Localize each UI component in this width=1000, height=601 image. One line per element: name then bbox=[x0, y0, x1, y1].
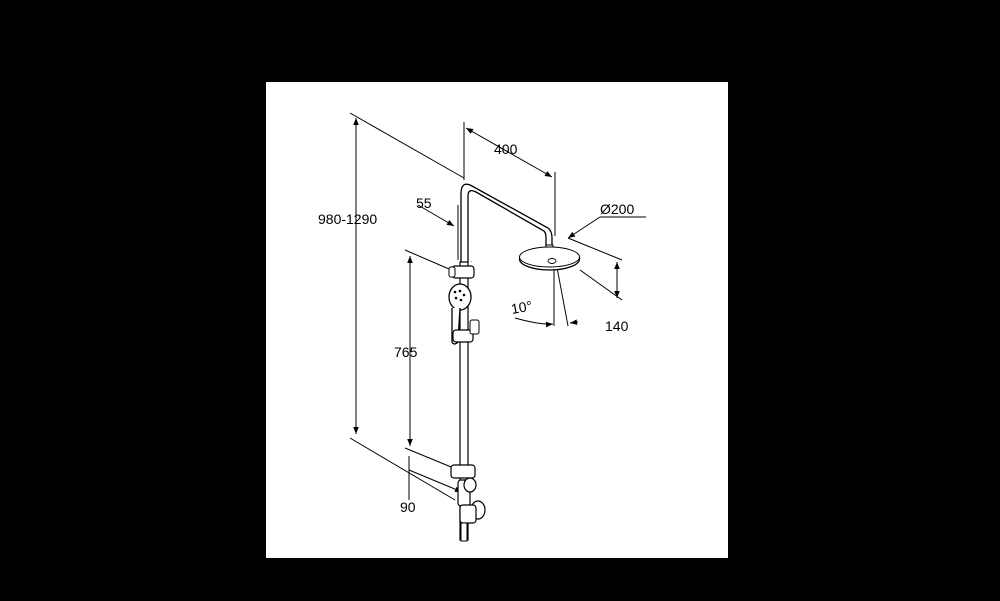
slide-holder bbox=[452, 319, 480, 343]
dimension-label-arm-length: 400 bbox=[494, 141, 518, 157]
dimension-label-head-diameter: Ø200 bbox=[600, 201, 634, 217]
dimension-tilt-angle: 10° bbox=[510, 261, 579, 328]
shower-arm bbox=[460, 183, 553, 262]
dimension-rail-height: 765 bbox=[394, 249, 457, 470]
head-shower bbox=[518, 244, 581, 271]
dimension-head-depth: 140 bbox=[567, 237, 629, 334]
dimension-label-rail-height: 765 bbox=[394, 344, 418, 360]
dimension-head-diameter: Ø200 bbox=[567, 201, 646, 239]
dimension-label-wall-offset: 55 bbox=[416, 195, 432, 211]
dimension-total-height: 980-1290 bbox=[318, 112, 465, 501]
bottom-bracket bbox=[450, 464, 476, 479]
dimension-mixer-offset: 90 bbox=[400, 456, 463, 515]
dimension-label-mixer-offset: 90 bbox=[400, 499, 416, 515]
dimension-label-head-depth: 140 bbox=[605, 318, 629, 334]
top-bracket bbox=[448, 265, 475, 279]
dimension-arm-length: 400 bbox=[463, 122, 556, 236]
dimension-label-total-height: 980-1290 bbox=[318, 211, 377, 227]
dimension-label-tilt-angle: 10° bbox=[510, 298, 534, 317]
diverter-mixer bbox=[457, 477, 486, 542]
